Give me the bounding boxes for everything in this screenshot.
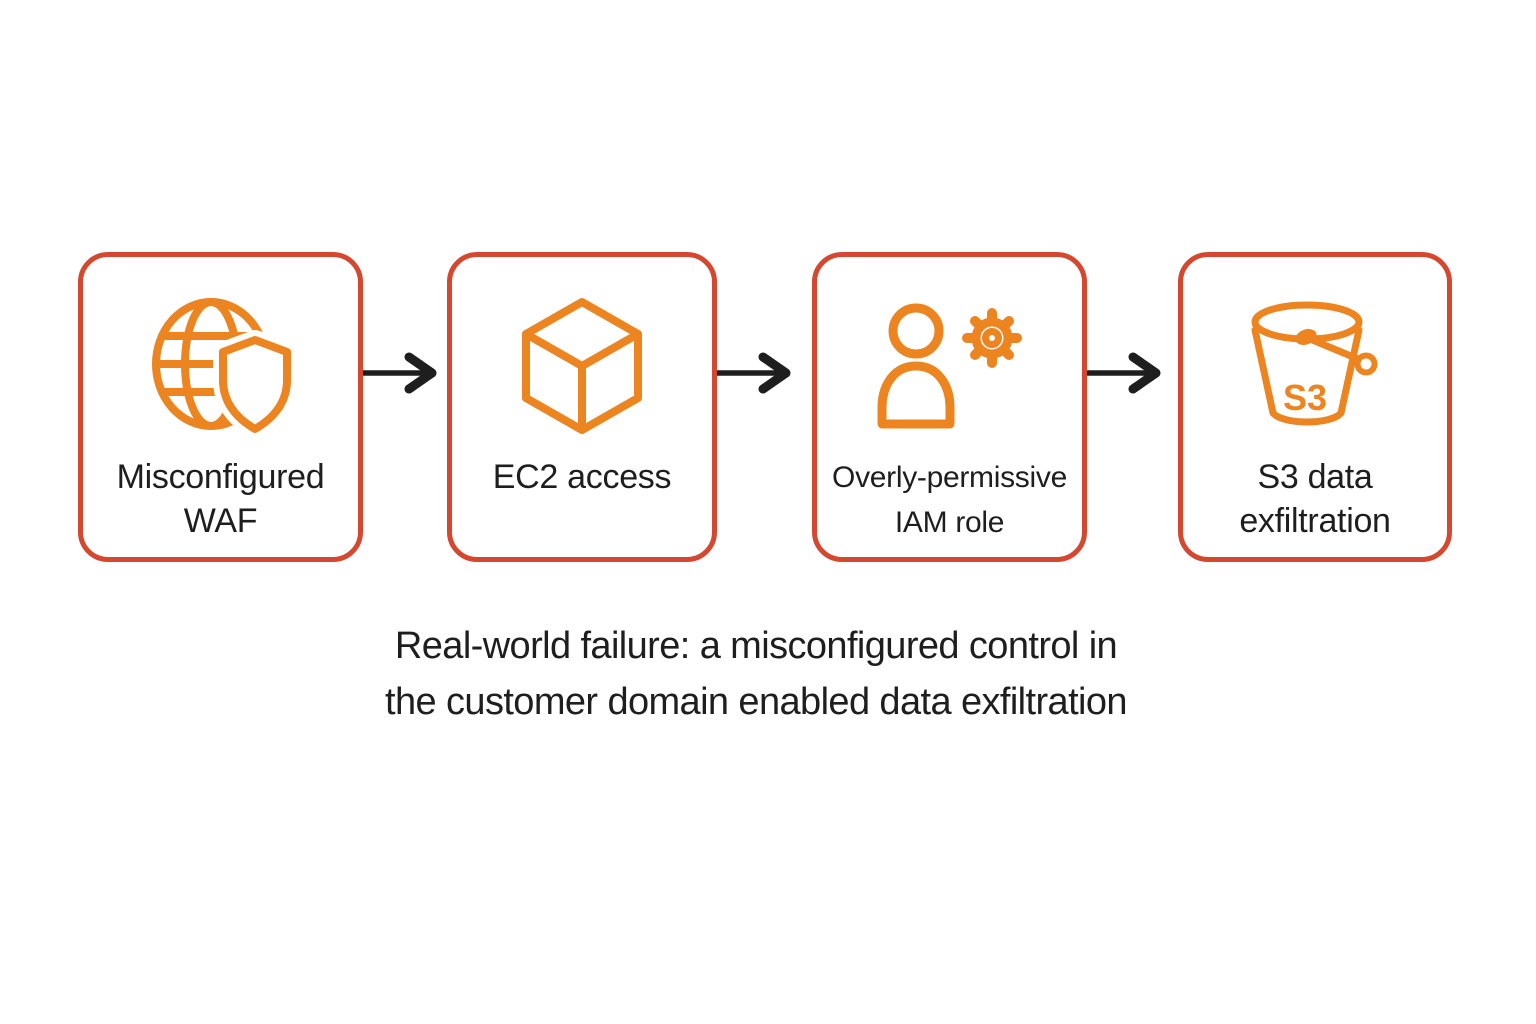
right-arrow-icon [363, 351, 439, 395]
step-label: S3 data exfiltration [1239, 458, 1391, 540]
flow-step-overly-permissive-iam-role: Overly-permissive IAM role [812, 252, 1087, 562]
step-label: Overly-permissive IAM role [832, 461, 1067, 539]
flow-step-ec2-access: EC2 access [447, 252, 717, 562]
right-arrow-icon [1087, 351, 1163, 395]
cube-icon [520, 295, 644, 437]
flow-step-misconfigured-waf: Misconfigured WAF [78, 252, 363, 562]
right-arrow-icon [717, 351, 793, 395]
flow-step-s3-data-exfiltration: S3 S3 data exfiltration [1178, 252, 1452, 562]
step-label: EC2 access [492, 458, 672, 496]
caption: Real-world failure: a misconfigured cont… [385, 625, 1128, 723]
user-gear-icon [875, 295, 1025, 437]
globe-shield-icon [147, 295, 295, 437]
step-label: Misconfigured WAF [116, 458, 325, 540]
s3-bucket-icon: S3 [1247, 295, 1383, 437]
s3-bucket-label: S3 [1283, 377, 1327, 418]
